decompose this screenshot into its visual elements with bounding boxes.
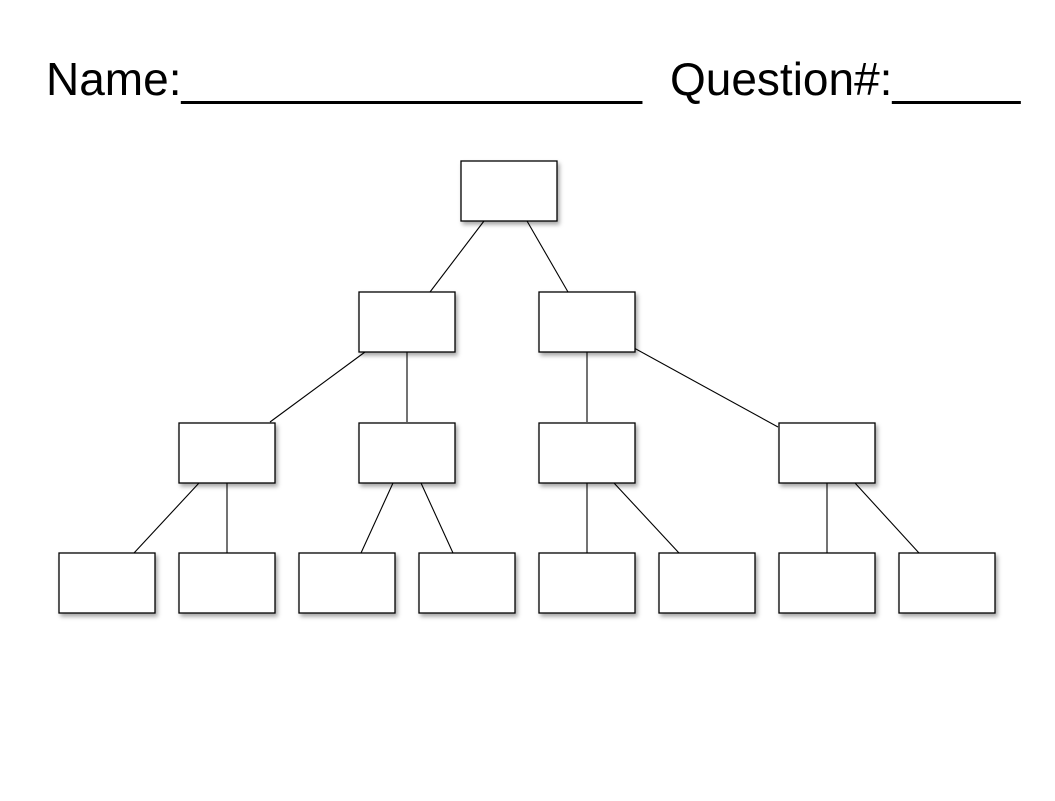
tree-node[interactable]	[358, 422, 456, 484]
tree-node[interactable]	[178, 552, 276, 614]
tree-node[interactable]	[358, 291, 456, 353]
tree-node[interactable]	[778, 552, 876, 614]
tree-node[interactable]	[460, 160, 558, 222]
edge	[360, 482, 394, 554]
tree-node[interactable]	[538, 552, 636, 614]
name-blank[interactable]: __________________	[181, 53, 642, 105]
tree-node[interactable]	[778, 422, 876, 484]
edge	[526, 220, 569, 293]
worksheet-header: Name:__________________ Question#:_____	[46, 52, 1020, 107]
edge	[429, 220, 485, 293]
question-blank[interactable]: _____	[892, 53, 1021, 105]
tree-node[interactable]	[898, 552, 996, 614]
tree-node[interactable]	[538, 291, 636, 353]
edge	[420, 482, 454, 554]
tree-node[interactable]	[418, 552, 516, 614]
edge	[854, 482, 920, 554]
edge	[269, 351, 366, 423]
edge	[633, 347, 779, 428]
question-label: Question#:	[669, 53, 893, 105]
edge	[613, 482, 680, 554]
name-label: Name:	[46, 53, 182, 105]
tree-node[interactable]	[298, 552, 396, 614]
tree-node[interactable]	[178, 422, 276, 484]
tree-node[interactable]	[58, 552, 156, 614]
tree-nodes	[58, 160, 996, 614]
tree-node[interactable]	[538, 422, 636, 484]
tree-node[interactable]	[658, 552, 756, 614]
tree-edges	[133, 220, 920, 554]
edge	[133, 482, 200, 554]
